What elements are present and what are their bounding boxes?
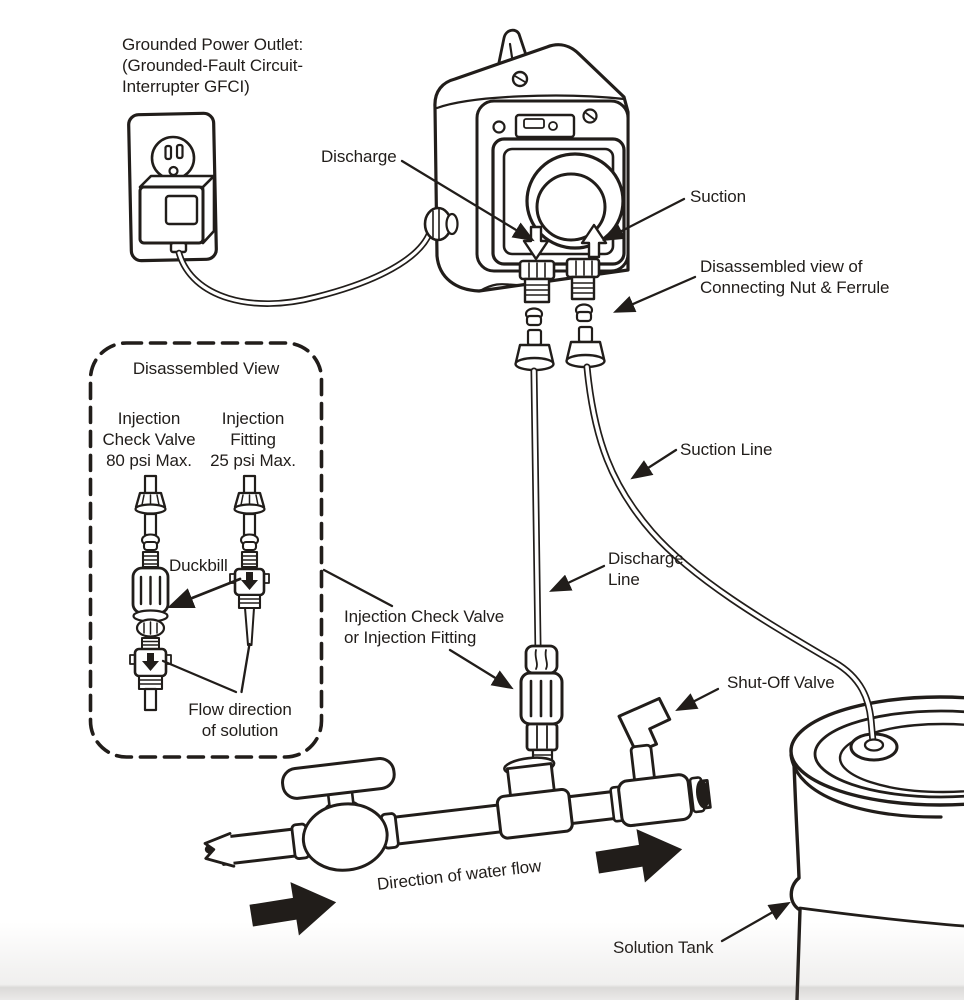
pipe-broken-end — [203, 832, 236, 868]
discharge-line-label: Discharge Line — [608, 549, 684, 590]
callout-arrows — [161, 159, 791, 943]
suction-port — [565, 257, 601, 279]
discharge-arrow — [400, 159, 535, 242]
discharge-line-arrow — [549, 564, 606, 592]
shut-off-valve-arrow — [675, 687, 720, 711]
shut-off-valve-label: Shut-Off Valve — [727, 673, 835, 692]
injection-check-or-fitting-label: Injection Check Valve or Injection Fitti… — [344, 607, 505, 648]
tee-fitting — [495, 787, 574, 840]
injection-fitting-exploded — [229, 474, 270, 646]
pipe-end — [695, 779, 710, 809]
screw-icon — [492, 120, 506, 134]
disassembled-view-box — [88, 341, 324, 759]
suction-line-tube — [583, 363, 885, 752]
injection-check-valve-exploded — [129, 474, 172, 712]
tank-lid — [838, 722, 964, 794]
solution-tank-label: Solution Tank — [613, 938, 714, 957]
injection-fitting-spec-label: Injection Fitting 25 psi Max. — [210, 409, 296, 471]
discharge-label: Discharge — [321, 147, 397, 166]
flow-direction-leader — [240, 642, 251, 694]
connecting-nut-ferrule-label: Disassembled view of Connecting Nut & Fe… — [700, 257, 890, 298]
flow-arrow-icon — [241, 572, 258, 590]
connecting-nut-arrow — [612, 275, 697, 313]
box-to-label-leader — [322, 568, 394, 608]
ground-hole — [168, 165, 179, 177]
solution-tank-arrow — [720, 901, 791, 943]
outlet-slot — [175, 143, 184, 160]
suction-arrow — [602, 197, 686, 241]
duckbill-label: Duckbill — [169, 556, 228, 575]
shut-off-valve-body — [617, 773, 693, 828]
outlet-slot — [164, 144, 173, 161]
disassembled-view-title: Disassembled View — [132, 359, 280, 378]
water-flow-arrow — [595, 829, 683, 883]
discharge-line-tube — [530, 367, 542, 651]
suction-label: Suction — [690, 187, 747, 206]
ball-valve-body — [301, 802, 389, 872]
flow-direction-label: Flow direction of solution — [188, 700, 292, 741]
check-valve-arrow — [448, 648, 514, 690]
power-cord — [175, 228, 434, 307]
injection-check-valve-spec-label: Injection Check Valve 80 psi Max. — [102, 409, 196, 471]
gfci-outlet-illustration — [127, 111, 218, 263]
power-outlet-label: Grounded Power Outlet: (Grounded-Fault C… — [122, 35, 304, 97]
connecting-nut-ferrule-parts — [514, 303, 606, 372]
suction-line-arrow — [630, 448, 678, 480]
injection-check-valve-assembled — [519, 644, 564, 776]
suction-line-label: Suction Line — [680, 440, 773, 459]
ball-valve-handle — [281, 757, 396, 800]
water-pipe-assembly — [203, 696, 712, 872]
pump-illustration — [423, 28, 630, 304]
duckbill-arrow — [167, 577, 242, 609]
water-flow-arrow — [249, 882, 337, 936]
tank-side — [789, 761, 802, 1000]
flow-direction-leader — [161, 659, 238, 694]
up-arrow-icon — [580, 223, 608, 259]
flow-arrow-icon — [142, 653, 159, 671]
